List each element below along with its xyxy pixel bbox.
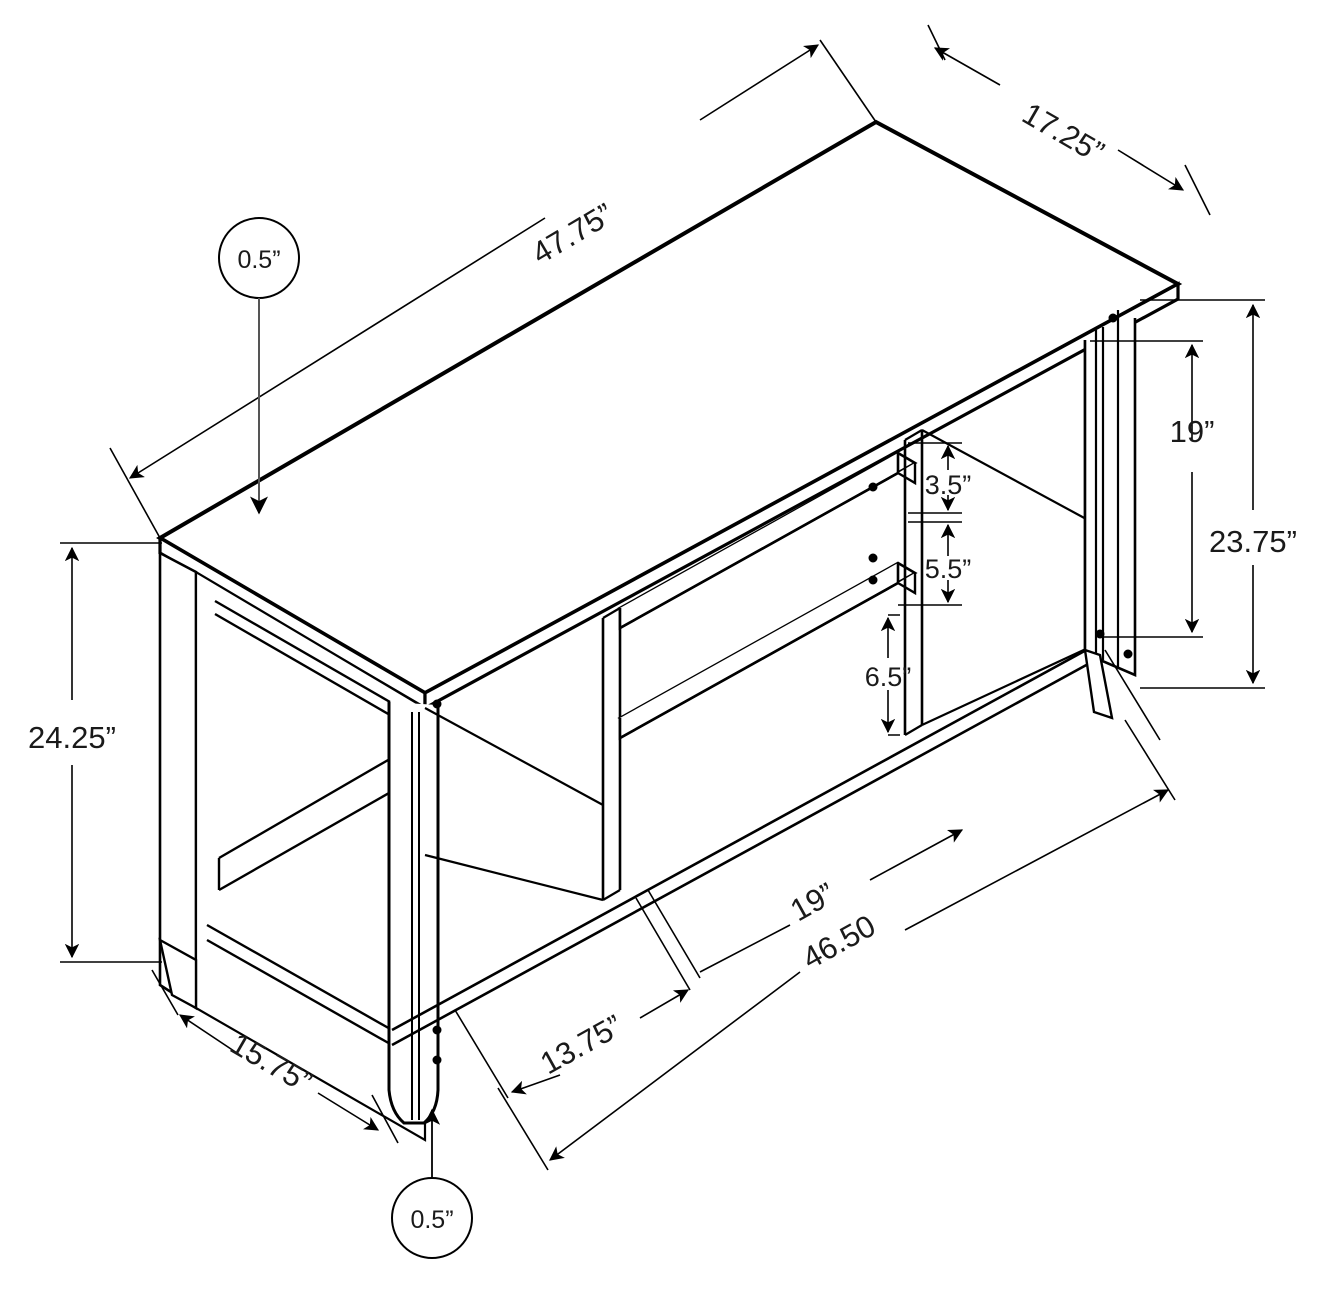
left-divider-panel xyxy=(601,607,622,901)
screw-hole xyxy=(1123,649,1133,659)
callout-label-top: 0.5” xyxy=(237,246,280,274)
shelf-pin-hole xyxy=(868,482,878,492)
furniture-body xyxy=(156,119,1183,1142)
callout-top-thickness: 0.5” xyxy=(218,217,300,515)
dim-right-inner-height: 19” xyxy=(1090,340,1215,638)
dim-shelf-gap-middle: 5.5” xyxy=(898,521,972,606)
shelf-pin-hole xyxy=(868,553,878,563)
dim-label-right-total-height: 23.75” xyxy=(1209,524,1297,559)
callout-leg-thickness: 0.5” xyxy=(391,1108,473,1259)
screw-hole xyxy=(432,1055,442,1065)
dim-label-shelf-gap-top: 3.5” xyxy=(925,470,972,500)
screw-hole xyxy=(1095,629,1105,639)
dim-label-shelf-gap-bottom: 6.5” xyxy=(865,662,912,692)
screw-hole xyxy=(432,699,442,709)
dim-label-right-inner-height: 19” xyxy=(1170,414,1215,449)
shelf-pin-hole xyxy=(868,575,878,585)
dim-label-shelf-gap-middle: 5.5” xyxy=(925,554,972,584)
right-divider-panel xyxy=(868,429,924,736)
front-base-rail xyxy=(391,646,1091,1047)
left-side-panel xyxy=(158,550,427,1142)
screw-hole xyxy=(432,1025,442,1035)
left-front-leg xyxy=(387,699,442,1125)
right-side-panel xyxy=(1083,310,1137,720)
callout-label-bottom: 0.5” xyxy=(410,1206,453,1234)
dim-shelf-gap-bottom: 6.5” xyxy=(865,614,912,736)
dim-right-total-height: 23.75” xyxy=(1140,299,1297,689)
left-bay-interior xyxy=(424,707,604,902)
dim-left-total-height: 24.25” xyxy=(28,542,162,963)
screw-hole xyxy=(1108,313,1118,323)
middle-shelves xyxy=(617,451,918,741)
dim-shelf-gap-top: 3.5” xyxy=(908,442,972,514)
top-panel xyxy=(156,119,1183,711)
dim-label-left-total-height: 24.25” xyxy=(28,720,116,755)
right-foot-taper xyxy=(1083,648,1114,720)
